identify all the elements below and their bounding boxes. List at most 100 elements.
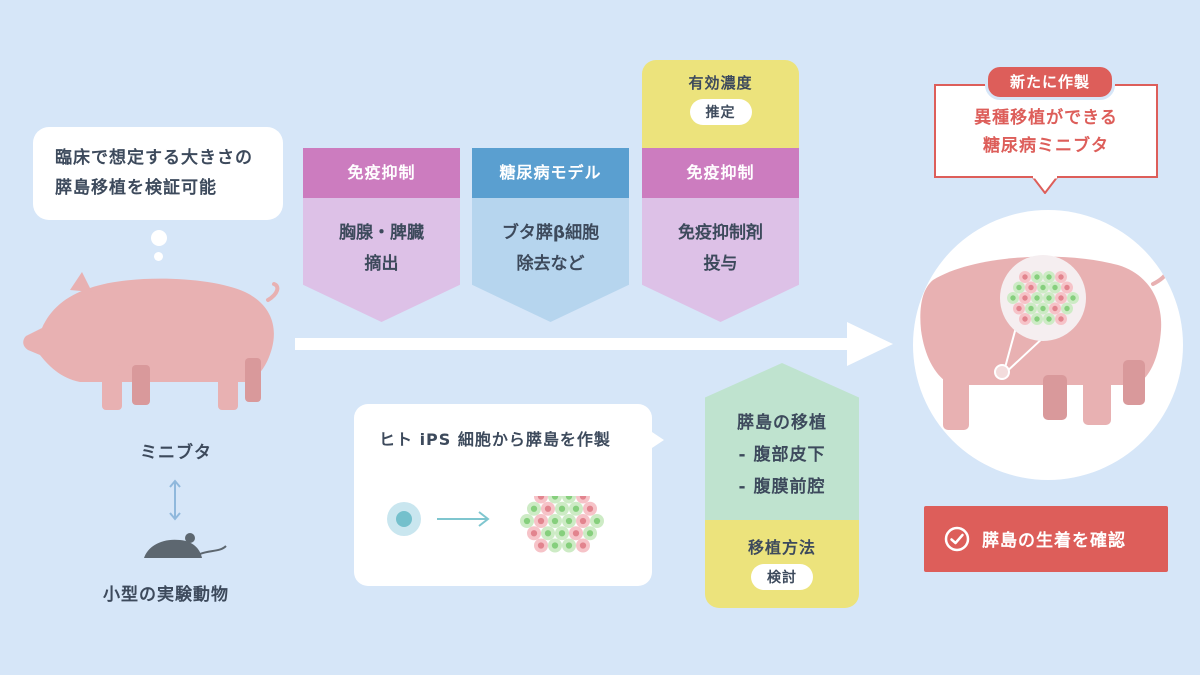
step-3-line-2: 投与 bbox=[703, 254, 738, 274]
intro-bubble: 臨床で想定する大きさの 膵島移植を検証可能 bbox=[33, 127, 283, 220]
cell-nucleus bbox=[1046, 316, 1052, 322]
intro-line-2: 膵島移植を検証可能 bbox=[55, 178, 217, 198]
islet-cells bbox=[520, 496, 604, 553]
cell-nucleus bbox=[586, 505, 594, 512]
cell-nucleus bbox=[523, 517, 531, 525]
cell bbox=[534, 496, 548, 504]
confirm-box: 膵島の生着を確認 bbox=[924, 506, 1168, 572]
step-1-line-1: 胸腺・脾臓 bbox=[339, 223, 424, 243]
step-1-line-2: 摘出 bbox=[364, 254, 399, 274]
check-circle-icon bbox=[944, 526, 970, 552]
transplant-item-2: - 腹膜前腔 bbox=[738, 477, 826, 497]
result-line-2: 糖尿病ミニブタ bbox=[983, 136, 1109, 156]
cell-nucleus bbox=[537, 517, 545, 525]
step-3-top-label: 有効濃度 bbox=[688, 74, 753, 92]
result-line-1: 異種移植ができる bbox=[974, 108, 1118, 128]
cell-nucleus bbox=[1022, 316, 1028, 322]
step-immunosuppression-2: 有効濃度 推定 免疫抑制 免疫抑制剤 投与 bbox=[642, 60, 799, 322]
step-3-body: 免疫抑制剤 投与 bbox=[642, 198, 799, 322]
cell-nucleus bbox=[551, 517, 559, 525]
cell-nucleus bbox=[1022, 295, 1028, 301]
bubble-tail bbox=[646, 428, 664, 452]
cell bbox=[562, 496, 576, 504]
cell-nucleus bbox=[551, 542, 559, 549]
main-arrow bbox=[295, 322, 893, 366]
cell-nucleus bbox=[544, 505, 552, 512]
cell-nucleus bbox=[1028, 305, 1034, 312]
step-3-top-pill: 推定 bbox=[689, 99, 752, 125]
callout-tail bbox=[1032, 176, 1058, 194]
cell-nucleus bbox=[579, 496, 587, 500]
cell-nucleus bbox=[1034, 274, 1040, 280]
cell-nucleus bbox=[1052, 305, 1058, 312]
ips-bubble: ヒト iPS 細胞から膵島を作製 bbox=[354, 404, 664, 586]
cell-nucleus bbox=[1046, 295, 1052, 301]
cell-nucleus bbox=[1010, 295, 1016, 301]
intro-line-1: 臨床で想定する大きさの bbox=[55, 148, 253, 168]
step-2-header: 糖尿病モデル bbox=[472, 148, 629, 198]
transplant-item-1: - 腹部皮下 bbox=[738, 445, 826, 465]
cell bbox=[576, 496, 590, 504]
small-animal-label: 小型の実験動物 bbox=[103, 585, 229, 605]
cell bbox=[548, 496, 562, 504]
double-arrow-icon bbox=[169, 479, 181, 521]
cell-nucleus bbox=[1058, 274, 1064, 280]
thought-dot-large bbox=[151, 230, 167, 246]
cell-nucleus bbox=[565, 496, 573, 500]
cell-nucleus bbox=[1022, 274, 1028, 280]
cell-nucleus bbox=[579, 517, 587, 525]
transplant-title: 膵島の移植 bbox=[737, 413, 827, 433]
step-diabetes-model: 糖尿病モデル ブタ膵β細胞 除去など bbox=[472, 148, 629, 322]
cell-nucleus bbox=[551, 496, 559, 500]
cell-nucleus bbox=[572, 505, 580, 512]
thought-dot-small bbox=[154, 252, 163, 261]
cell-nucleus bbox=[530, 505, 538, 512]
ips-diagram bbox=[387, 496, 604, 553]
step-1-header: 免疫抑制 bbox=[303, 148, 460, 198]
cell-nucleus bbox=[537, 542, 545, 549]
new-badge: 新たに作製 bbox=[985, 64, 1115, 100]
transplant-green: 膵島の移植 - 腹部皮下 - 腹膜前腔 bbox=[705, 363, 859, 520]
cell-nucleus bbox=[558, 505, 566, 512]
cell-nucleus bbox=[1052, 284, 1058, 291]
ips-title: ヒト iPS 細胞から膵島を作製 bbox=[379, 430, 611, 449]
minipig-label: ミニブタ bbox=[140, 443, 212, 463]
cell-nucleus bbox=[1070, 295, 1076, 301]
step-immunosuppression-1: 免疫抑制 胸腺・脾臓 摘出 bbox=[303, 148, 460, 322]
mouse-illustration bbox=[144, 533, 227, 558]
cell-nucleus bbox=[565, 542, 573, 549]
cell-nucleus bbox=[1064, 305, 1070, 312]
cell-nucleus bbox=[1046, 274, 1052, 280]
step-3-header: 免疫抑制 bbox=[642, 148, 799, 198]
cell-nucleus bbox=[1040, 284, 1046, 291]
step-2-line-1: ブタ膵β細胞 bbox=[501, 223, 600, 243]
method-section: 移植方法 検討 bbox=[705, 520, 859, 608]
step-3-top: 有効濃度 推定 bbox=[642, 60, 799, 148]
cell-nucleus bbox=[530, 530, 538, 537]
cell-nucleus bbox=[1064, 284, 1070, 291]
step-2-body: ブタ膵β細胞 除去など bbox=[472, 198, 629, 322]
cell-nucleus bbox=[565, 517, 573, 525]
cell-nucleus bbox=[572, 530, 580, 537]
step-3-line-1: 免疫抑制剤 bbox=[678, 223, 763, 243]
cell-nucleus bbox=[544, 530, 552, 537]
cell-nucleus bbox=[593, 517, 601, 525]
cell-nucleus bbox=[1034, 295, 1040, 301]
cell-nucleus bbox=[1016, 305, 1022, 312]
method-label: 移植方法 bbox=[747, 538, 816, 557]
diabetic-minipig-illustration bbox=[920, 255, 1170, 430]
cell-nucleus bbox=[537, 496, 545, 500]
cell-nucleus bbox=[1058, 295, 1064, 301]
cell-nucleus bbox=[579, 542, 587, 549]
cell-nucleus bbox=[1016, 284, 1022, 291]
transplanted-islet-cells bbox=[1007, 271, 1079, 325]
method-pill: 検討 bbox=[751, 564, 813, 590]
step-1-body: 胸腺・脾臓 摘出 bbox=[303, 198, 460, 322]
cell-nucleus bbox=[1058, 316, 1064, 322]
cell-nucleus bbox=[586, 530, 594, 537]
cell-nucleus bbox=[558, 530, 566, 537]
result-pig-circle bbox=[913, 210, 1183, 480]
cell-nucleus bbox=[1040, 305, 1046, 312]
transplant-column: 膵島の移植 - 腹部皮下 - 腹膜前腔 移植方法 検討 bbox=[705, 363, 859, 608]
confirm-text: 膵島の生着を確認 bbox=[982, 531, 1126, 551]
